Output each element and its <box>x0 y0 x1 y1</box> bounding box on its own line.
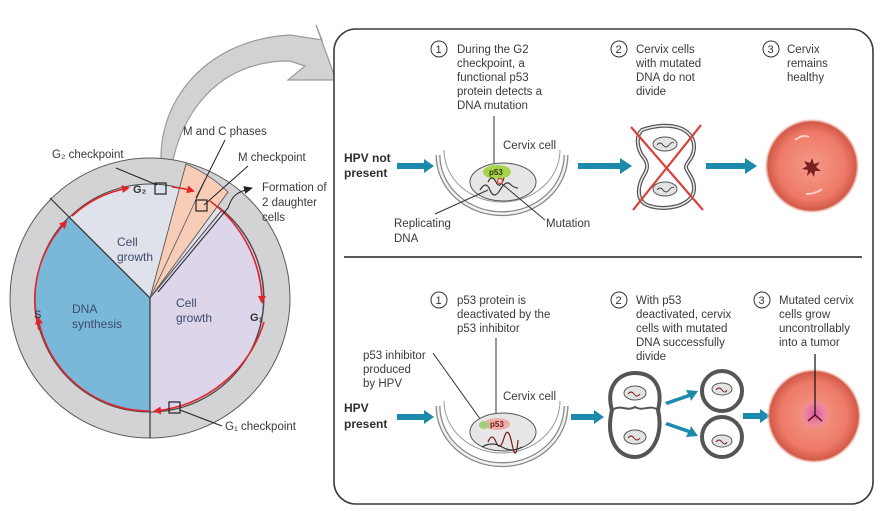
condition-label-top-2: present <box>344 166 387 180</box>
g1-checkpoint-box <box>168 401 181 414</box>
flow-arrow-icon <box>706 158 757 174</box>
mutation-label: Mutation <box>546 218 590 230</box>
g2-checkpoint-box <box>154 182 167 195</box>
step2-text-line: DNA do not <box>636 72 696 84</box>
condition-label-bottom-2: present <box>344 417 387 431</box>
g1-checkpoint-label: G₁ checkpoint <box>225 421 297 433</box>
condition-label-top-1: HPV not <box>344 151 391 165</box>
cell-cycle-wheel <box>9 139 291 439</box>
daughter-cell-icon <box>700 369 744 413</box>
m-and-c-phases-label: M and C phases <box>183 126 267 138</box>
cervix-cell-icon: p53 <box>435 149 569 217</box>
p53-deactivated-icon <box>484 418 510 430</box>
sector-label-cell-growth-top: Cell <box>117 235 138 249</box>
sector-label-cell-growth-right-2: growth <box>176 311 212 325</box>
step2-text-line: divide <box>636 86 666 98</box>
svg-text:p53: p53 <box>489 168 503 177</box>
step-number-circle <box>430 40 448 58</box>
cell-label-bottom: Cervix cell <box>503 391 556 403</box>
step1-text-line: functional p53 <box>457 72 529 84</box>
step1-text-line: protein detects a <box>457 86 543 98</box>
step1-text-line: checkpoint, a <box>457 58 525 70</box>
sector-label-dna-1: DNA <box>72 302 97 316</box>
step3-bottom-line: cells grow <box>779 309 831 321</box>
p53-protein-icon <box>483 165 511 179</box>
step1-bottom-line: p53 protein is <box>457 295 526 307</box>
sector-cell-growth-g1 <box>149 209 264 413</box>
g2-checkpoint-label: G₂ checkpoint <box>52 149 124 161</box>
svg-text:3: 3 <box>759 295 765 307</box>
phase-g2-label: G₂ <box>133 184 147 196</box>
cycle-arrow-g1-to-s <box>153 321 265 415</box>
healthy-cervix-icon <box>764 118 860 214</box>
flow-arrow-icon <box>578 158 632 174</box>
p53-inhibitor-icon <box>479 421 489 429</box>
sector-label-dna-2: synthesis <box>72 317 122 331</box>
step3-text-line: remains <box>787 58 828 70</box>
step1-text-line: DNA mutation <box>457 100 528 112</box>
step1-text-line: During the G2 <box>457 44 529 56</box>
step3-text-line: Cervix <box>787 44 820 56</box>
replicating-dna-label-1: Replicating <box>394 218 451 230</box>
sector-label-cell-growth-top-2: growth <box>117 250 153 264</box>
step2-text-line: Cervix cells <box>636 44 695 56</box>
step3-bottom-line: uncontrollably <box>779 323 850 335</box>
m-checkpoint-label: M checkpoint <box>238 152 307 164</box>
flow-arrow-icon <box>397 410 434 424</box>
step2-bottom-line: With p53 <box>636 295 681 307</box>
svg-text:1: 1 <box>436 44 442 56</box>
inhibitor-label-1: p53 inhibitor <box>363 350 426 362</box>
svg-text:3: 3 <box>768 44 774 56</box>
phase-g1-label: G₁ <box>250 312 264 324</box>
step2-bottom-line: cells with mutated <box>636 323 727 335</box>
daughter-cell-icon <box>700 415 744 459</box>
flow-arrow-icon <box>571 410 604 424</box>
step3-bottom-line: Mutated cervix <box>779 295 854 307</box>
sector-label-cell-growth-right: Cell <box>176 296 197 310</box>
step2-bottom-line: DNA successfully <box>636 337 725 349</box>
step1-bottom-line: p53 inhibitor <box>457 323 520 335</box>
svg-text:1: 1 <box>436 295 442 307</box>
tumor-cervix-icon <box>766 354 862 464</box>
cycle-arrow-m-to-g1 <box>209 200 266 304</box>
svg-text:2: 2 <box>616 44 622 56</box>
formation-label-3: cells <box>262 212 285 224</box>
m-checkpoint-box <box>195 199 208 212</box>
step3-bottom-line: into a tumor <box>779 337 840 349</box>
dividing-cell-icon <box>608 370 662 460</box>
flow-arrow-icon <box>665 390 698 405</box>
condition-label-bottom-1: HPV <box>344 401 369 415</box>
step2-bottom-line: deactivated, cervix <box>636 309 731 321</box>
cross-mark-icon <box>630 124 704 211</box>
flow-arrow-icon <box>743 409 770 423</box>
flow-arrow-icon <box>665 422 698 437</box>
cervix-cell-inhibited-icon: p53 <box>435 400 569 468</box>
phase-s-label: S <box>34 309 41 321</box>
cell-label-top: Cervix cell <box>503 140 556 152</box>
svg-text:2: 2 <box>616 295 622 307</box>
inhibitor-label-3: by HPV <box>363 378 402 390</box>
svg-text:p53: p53 <box>490 420 504 429</box>
inhibitor-label-2: produced <box>363 364 411 376</box>
replicating-dna-label-2: DNA <box>394 233 419 245</box>
bottom-row-hpv-present: HPV present 1 p53 protein is deactivated… <box>344 291 862 468</box>
step1-bottom-line: deactivated by the <box>457 309 550 321</box>
formation-label-2: 2 daughter <box>262 197 317 209</box>
formation-label-1: Formation of <box>262 182 327 194</box>
step3-text-line: healthy <box>787 72 824 84</box>
step2-bottom-line: divide <box>636 351 666 363</box>
flow-arrow-icon <box>397 159 434 173</box>
top-row-hpv-not-present: HPV not present 1 During the G2 checkpoi… <box>344 40 860 245</box>
step2-text-line: with mutated <box>635 58 701 70</box>
